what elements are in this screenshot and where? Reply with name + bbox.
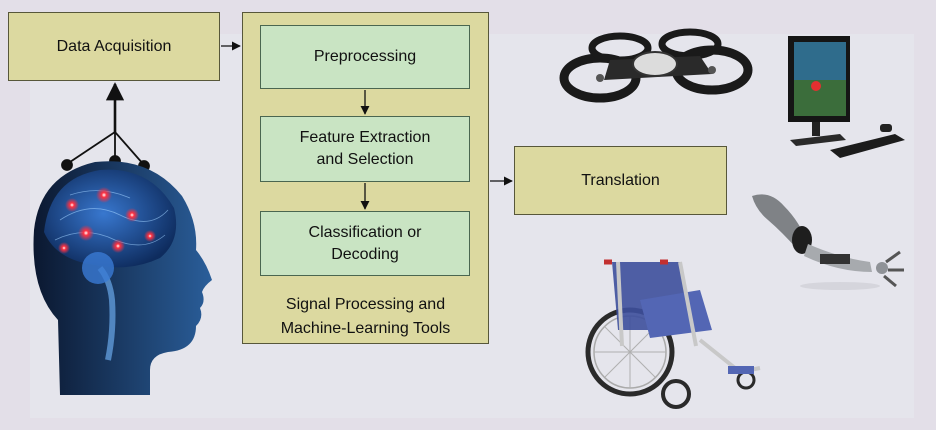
- classification-label: Classification or Decoding: [308, 223, 422, 263]
- preprocessing-label: Preprocessing: [313, 48, 417, 66]
- translation-label: Translation: [581, 171, 660, 189]
- preprocessing-box: Preprocessing: [260, 25, 470, 89]
- data-acquisition-label: Data Acquisition: [56, 37, 172, 55]
- flow-arrows: [105, 41, 513, 210]
- computer-monitor-game: [788, 36, 905, 158]
- head-brain-illustration: [33, 161, 212, 395]
- data-acquisition-box: Data Acquisition: [8, 12, 220, 81]
- wheelchair: [585, 259, 761, 409]
- translation-box: Translation: [514, 146, 727, 215]
- feature-extraction-box: Feature Extraction and Selection: [260, 116, 470, 182]
- tools-caption: Signal Processing and Machine-Learning T…: [280, 296, 451, 337]
- feature-extraction-label: Feature Extraction and Selection: [299, 129, 431, 168]
- prosthetic-robotic-arm: [752, 194, 904, 290]
- classification-box: Classification or Decoding: [260, 211, 470, 276]
- quadcopter-drone: [559, 28, 753, 103]
